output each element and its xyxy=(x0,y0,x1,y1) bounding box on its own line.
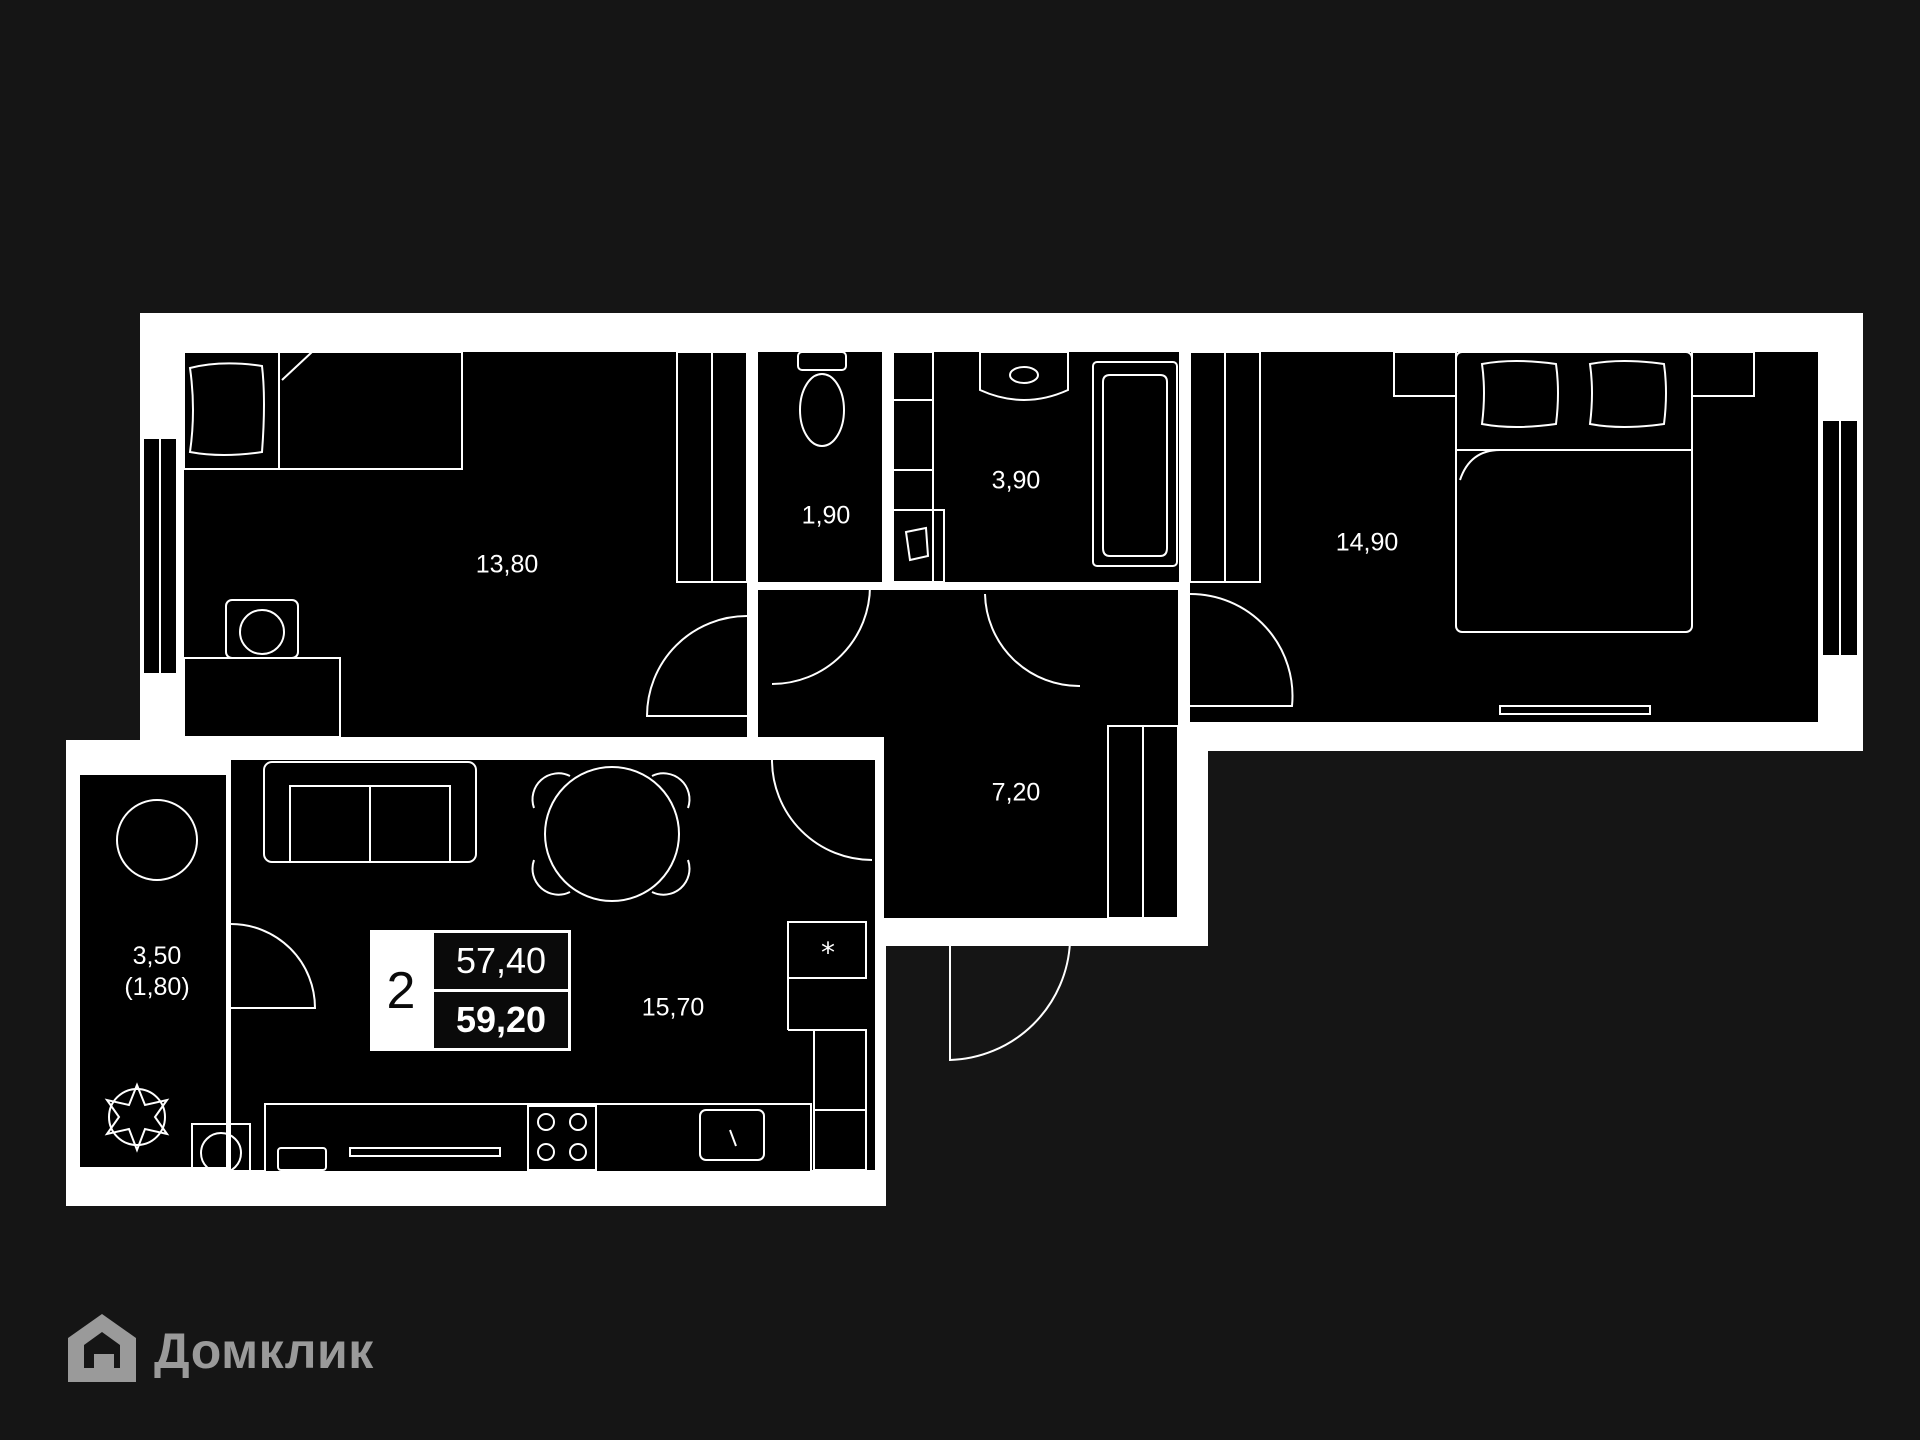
toilet-icon xyxy=(799,373,845,447)
chair-icon xyxy=(531,772,571,809)
door-bedroom-left xyxy=(645,615,748,717)
floor-bedroom-right xyxy=(1190,352,1818,722)
area-hallway: 7,20 xyxy=(991,778,1041,807)
door-bedroom-right xyxy=(1189,592,1294,707)
svg-text:*: * xyxy=(821,936,835,969)
tv-icon xyxy=(1499,705,1651,715)
bathtub-icon xyxy=(1092,361,1178,567)
chair-icon xyxy=(651,859,691,896)
apartment-summary-badge: 2 57,40 59,20 xyxy=(370,930,571,1051)
area-wc: 1,90 xyxy=(801,501,851,530)
pillow-icon xyxy=(1480,360,1559,428)
kitchen-counter xyxy=(264,1103,812,1173)
windows xyxy=(142,419,1859,675)
microwave-icon xyxy=(277,1147,327,1171)
round-table-icon xyxy=(116,799,198,881)
area-kitchen-living: 15,70 xyxy=(641,993,705,1022)
area-bedroom-left: 13,80 xyxy=(475,550,539,579)
area-balcony-value: 3,50 xyxy=(132,941,182,970)
furniture: * xyxy=(104,351,1755,1183)
sink-icon xyxy=(979,351,1069,401)
nightstand xyxy=(1393,351,1457,397)
room-floors xyxy=(80,352,1818,1172)
plant-icon xyxy=(108,1088,166,1146)
door-kitchen xyxy=(771,759,873,861)
total-area: 59,20 xyxy=(434,992,568,1048)
chair-icon xyxy=(651,772,691,809)
dining-table-icon xyxy=(544,766,680,902)
toilet-tank xyxy=(797,351,847,371)
door-bathroom xyxy=(984,593,1081,688)
area-balcony-note: (1,80) xyxy=(124,973,190,1001)
doors xyxy=(230,585,1294,1062)
floor-hallway-top xyxy=(758,590,1178,740)
kitchen-sink-icon xyxy=(699,1109,765,1161)
area-balcony: 3,50 (1,80) xyxy=(124,941,189,1004)
washer-icon xyxy=(191,1123,251,1183)
area-bathroom: 3,90 xyxy=(991,466,1041,495)
door-wc xyxy=(771,585,871,685)
double-bed xyxy=(1455,351,1693,633)
floor-bathroom xyxy=(893,352,1179,582)
chair-icon xyxy=(531,859,571,896)
rooms-count: 2 xyxy=(386,961,416,1020)
area-bedroom-right: 14,90 xyxy=(1335,528,1399,557)
single-bed xyxy=(183,351,463,470)
brand-name: Домклик xyxy=(154,1323,374,1379)
interior-walls xyxy=(184,352,1190,1170)
stove-icon xyxy=(527,1105,597,1171)
pillow-icon xyxy=(188,362,265,456)
floor-wc xyxy=(758,352,882,582)
floor-balcony xyxy=(80,775,226,1167)
tv-icon xyxy=(349,1147,501,1157)
nightstand xyxy=(1691,351,1755,397)
house-logo-icon xyxy=(68,1314,136,1382)
door-balcony xyxy=(230,923,317,1009)
floor-bedroom-left xyxy=(184,352,747,737)
entrance-door xyxy=(949,941,1071,1062)
living-area: 57,40 xyxy=(434,933,568,989)
chair-icon xyxy=(225,599,299,659)
pillow-icon xyxy=(1588,360,1667,428)
floor-hallway xyxy=(884,740,1178,918)
